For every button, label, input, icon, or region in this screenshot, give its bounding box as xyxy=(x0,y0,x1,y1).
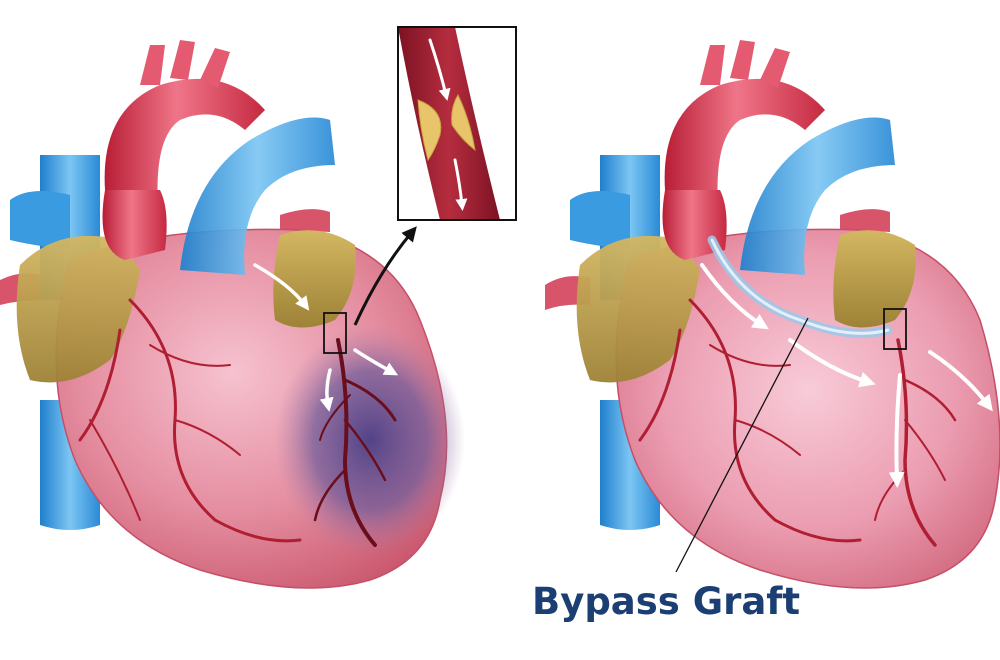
blood-flow-arrow xyxy=(253,263,310,311)
blood-flow-arrow xyxy=(788,338,876,388)
blocked-heart-illustration xyxy=(0,40,465,589)
blood-flow-arrow xyxy=(453,158,468,211)
blood-flow-arrow xyxy=(353,348,399,376)
callout-arrow xyxy=(353,226,417,326)
zoom-box xyxy=(883,308,907,350)
blood-flow-arrow xyxy=(928,350,993,412)
blood-flow-arrow xyxy=(319,368,334,412)
zoom-box xyxy=(323,312,347,354)
blood-flow-arrow xyxy=(888,373,905,488)
blood-flow-arrow xyxy=(428,38,451,101)
bypass-heart-illustration xyxy=(545,40,1000,589)
blood-flow-arrow xyxy=(700,263,769,330)
bypass-graft-label: Bypass Graft xyxy=(532,580,800,623)
blockage-zoom-inset xyxy=(397,26,517,221)
graft-leader-line xyxy=(675,317,809,573)
